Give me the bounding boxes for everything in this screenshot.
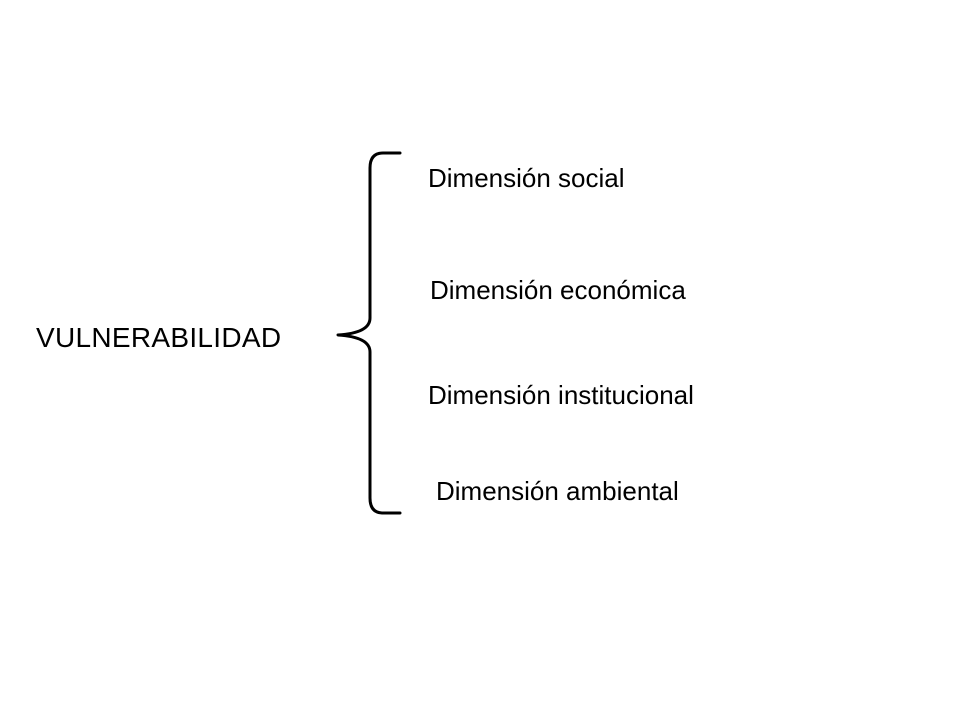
root-node-label: VULNERABILIDAD xyxy=(36,322,282,353)
branch-label-institucional: Dimensión institucional xyxy=(428,380,694,410)
branch-label-economica: Dimensión económica xyxy=(430,275,686,305)
branch-label-social: Dimensión social xyxy=(428,163,625,193)
brace-path xyxy=(336,151,402,515)
branch-label-ambiental: Dimensión ambiental xyxy=(436,476,679,506)
